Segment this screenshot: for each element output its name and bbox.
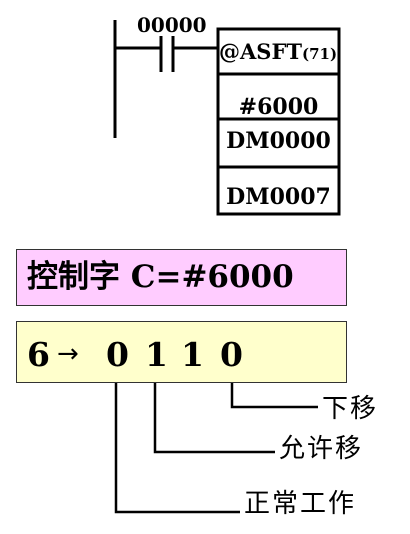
control-word-text: 控制字 C=#6000 <box>27 262 294 293</box>
arrow-icon: → <box>57 339 79 369</box>
leader-allow-shift <box>153 372 275 454</box>
leader-shift-down <box>230 372 318 409</box>
bit-1: 1 <box>181 335 204 374</box>
operand-control: #6000 <box>238 94 319 120</box>
label-allow-shift: 允许移 <box>279 434 364 464</box>
label-shift-down: 下移 <box>322 394 379 424</box>
control-word-equation: C=#6000 <box>130 259 294 295</box>
control-word-box: 控制字 C=#6000 <box>16 249 347 306</box>
bit-2: 1 <box>145 335 168 374</box>
bit-pattern-box <box>16 321 347 383</box>
leader-normal-operation <box>114 372 240 514</box>
hex-digit: 6 <box>27 335 50 374</box>
instruction-block <box>216 27 341 216</box>
contact-address: 00000 <box>137 13 207 37</box>
instruction-name: @ASFT(71) <box>219 41 337 62</box>
operand-end: DM0007 <box>226 184 331 210</box>
bit-3: 0 <box>106 335 129 374</box>
label-normal-operation: 正常工作 <box>244 489 357 519</box>
control-word-label: 控制字 <box>27 259 120 295</box>
bit-0: 0 <box>220 335 243 374</box>
instruction-mnemonic: @ASFT <box>219 39 302 64</box>
operand-start: DM0000 <box>226 128 331 154</box>
instruction-code: (71) <box>302 45 338 63</box>
